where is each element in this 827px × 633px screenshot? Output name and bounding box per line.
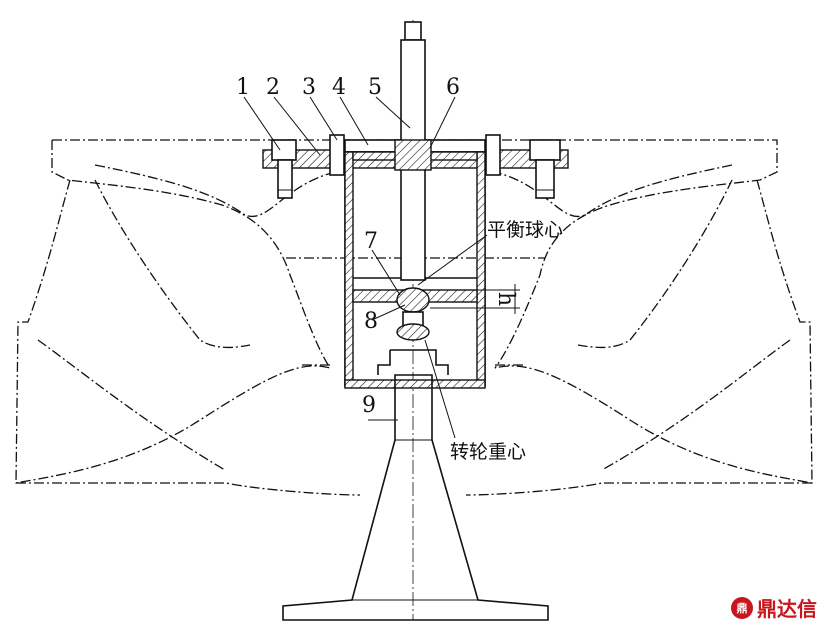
support-stand — [282, 349, 549, 621]
bolt-left — [271, 139, 297, 199]
label-8: 8 — [364, 309, 378, 334]
runner-outline — [15, 139, 813, 496]
balance-center-label: 平衡球心 — [487, 219, 563, 241]
shaft — [394, 21, 432, 281]
watermark-text: 鼎达信 — [757, 597, 817, 621]
watermark: 鼎 鼎达信 — [731, 593, 817, 622]
bolt-right — [529, 139, 561, 199]
label-3: 3 — [302, 75, 316, 100]
label-6: 6 — [446, 75, 460, 100]
ball-joint — [396, 287, 430, 341]
label-4: 4 — [332, 75, 346, 100]
watermark-logo-icon: 鼎 — [731, 596, 753, 619]
pin-left — [329, 134, 345, 176]
label-2: 2 — [266, 75, 280, 100]
label-h: h — [493, 292, 518, 306]
label-5: 5 — [368, 75, 382, 100]
label-1: 1 — [236, 75, 250, 100]
label-7: 7 — [364, 229, 378, 254]
pin-right — [485, 134, 501, 176]
leader-lines — [243, 96, 520, 439]
runner-gravity-center-label: 转轮重心 — [450, 441, 526, 463]
label-9: 9 — [362, 393, 376, 418]
